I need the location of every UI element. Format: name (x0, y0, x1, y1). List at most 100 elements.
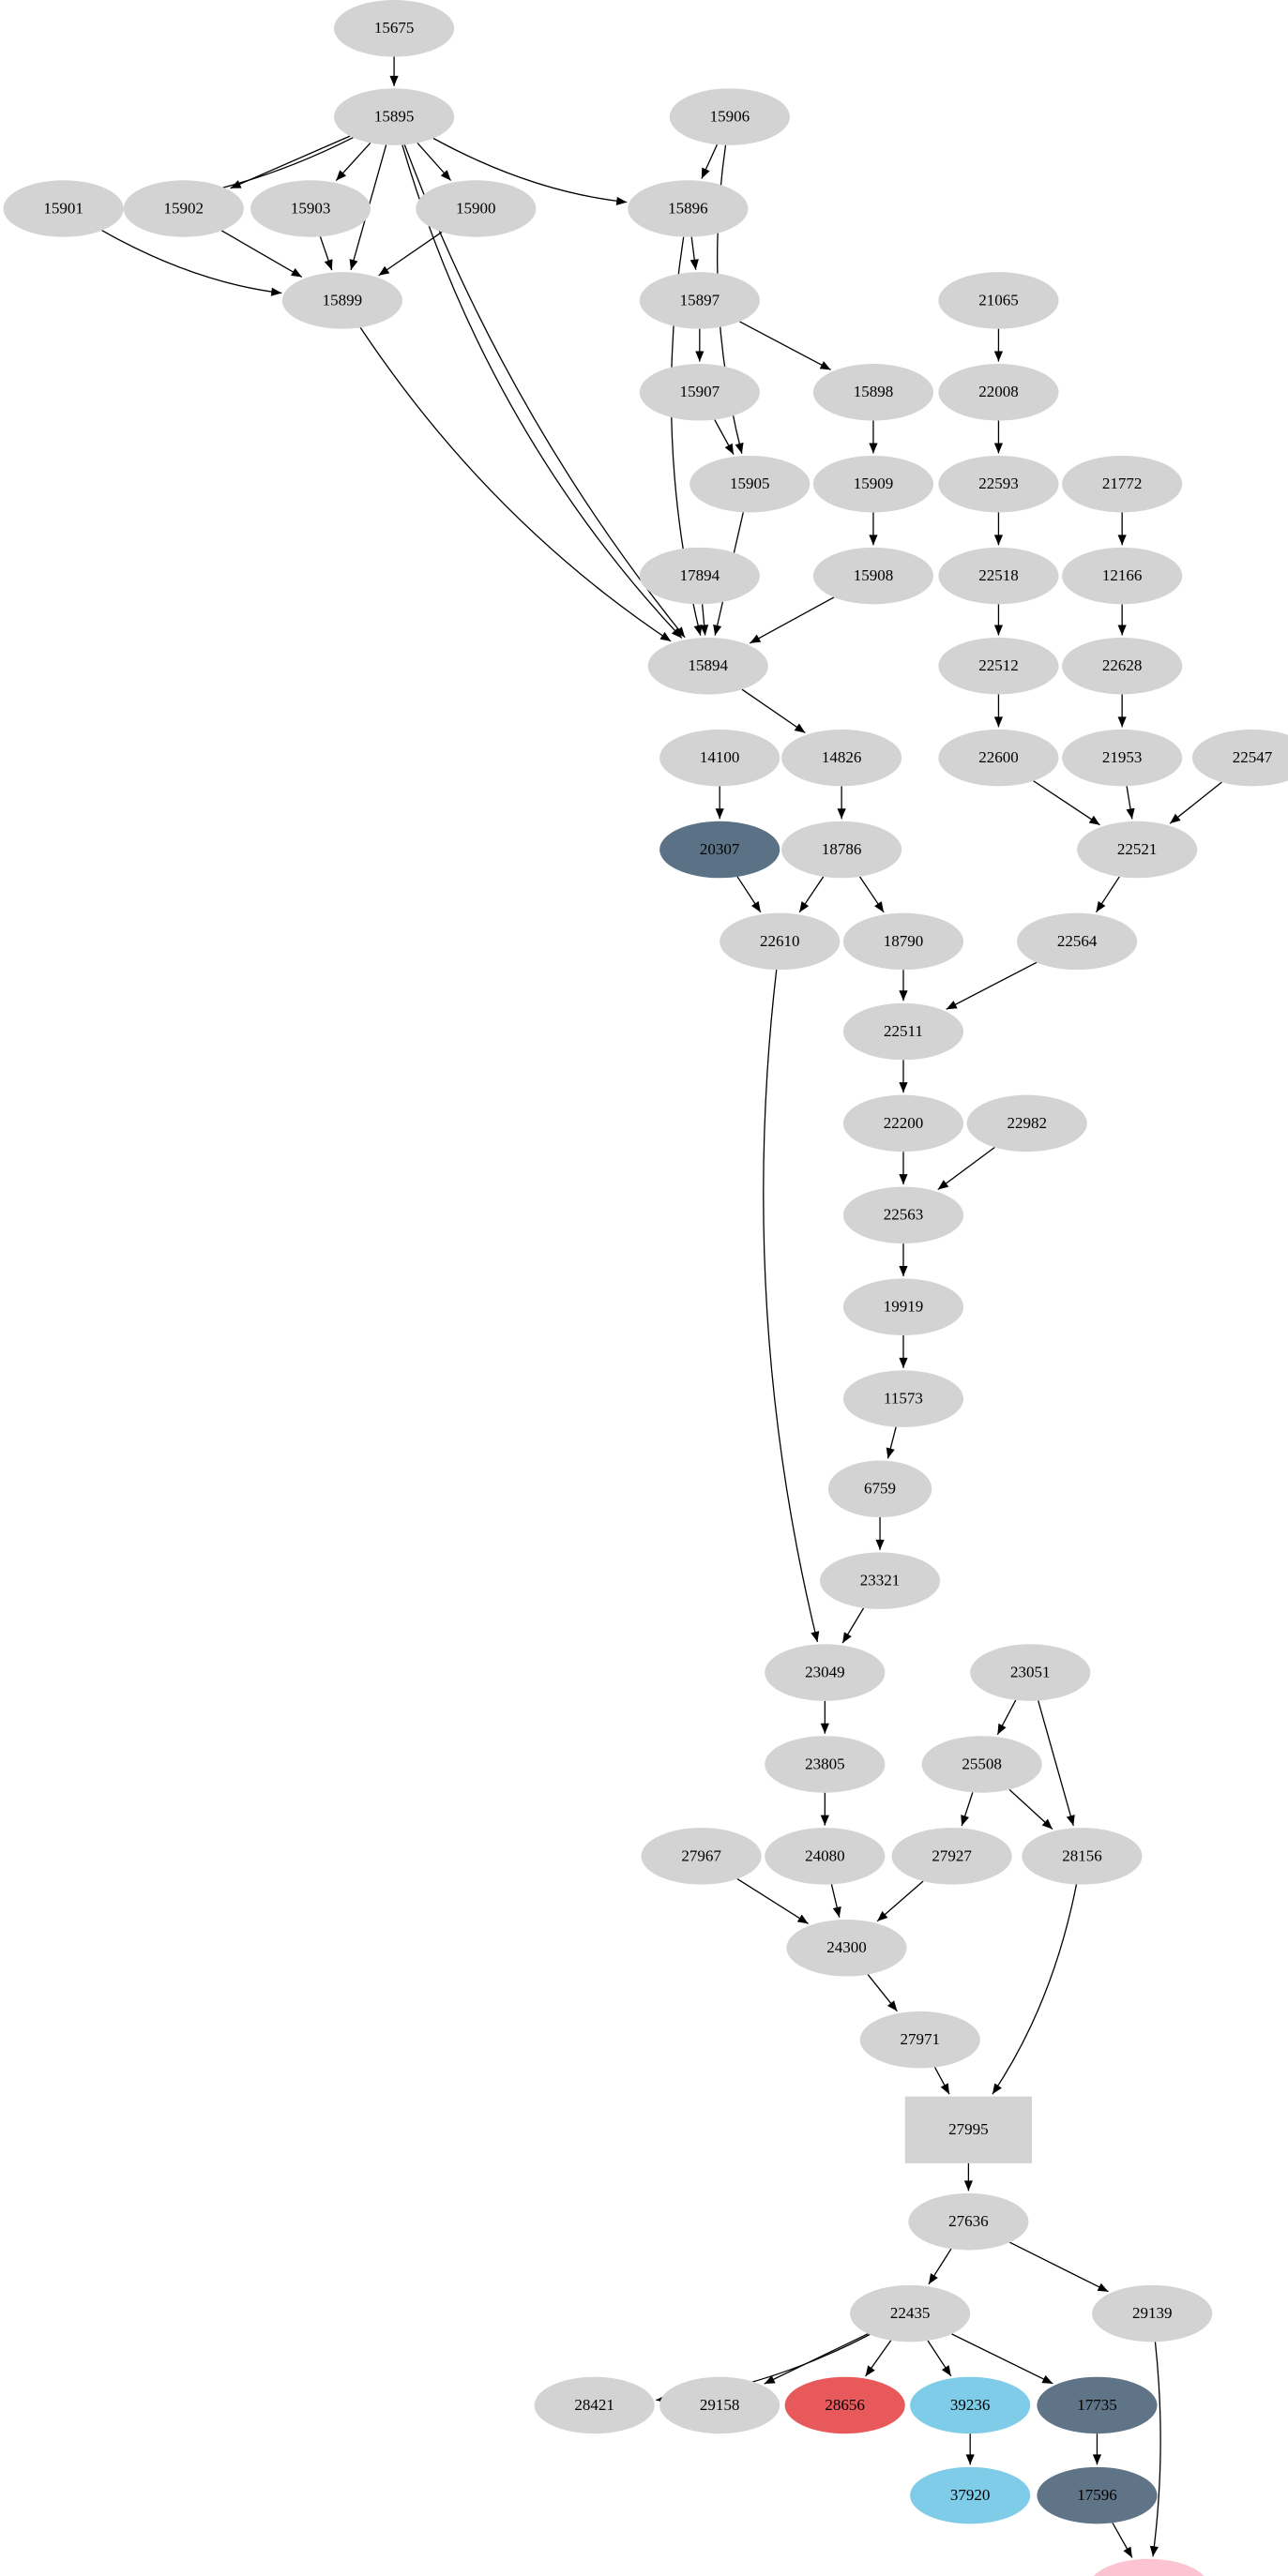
graph-node-15908[interactable]: 15908 (812, 547, 934, 605)
graph-node-15900[interactable]: 15900 (416, 180, 537, 237)
graph-node-22518[interactable]: 22518 (938, 547, 1059, 605)
graph-node-22563[interactable]: 22563 (842, 1186, 964, 1244)
graph-node-17596[interactable]: 17596 (1037, 2466, 1158, 2524)
node-ellipse[interactable] (1092, 2284, 1213, 2343)
graph-node-27971[interactable]: 27971 (859, 2011, 980, 2069)
graph-node-27927[interactable]: 27927 (891, 1828, 1012, 1885)
node-ellipse[interactable] (3, 180, 124, 237)
graph-node-28656[interactable]: 28656 (784, 2376, 905, 2434)
graph-node-22200[interactable]: 22200 (842, 1094, 964, 1152)
node-ellipse[interactable] (842, 1186, 964, 1244)
graph-node-27636[interactable]: 27636 (908, 2192, 1029, 2251)
node-ellipse[interactable] (842, 1002, 964, 1061)
node-ellipse[interactable] (812, 364, 934, 421)
node-ellipse[interactable] (842, 912, 964, 971)
graph-node-15894[interactable]: 15894 (647, 637, 768, 695)
graph-node-29139[interactable]: 29139 (1092, 2284, 1213, 2343)
node-ellipse[interactable] (669, 88, 790, 145)
graph-node-14826[interactable]: 14826 (781, 729, 902, 787)
node-ellipse[interactable] (859, 2011, 980, 2069)
node-ellipse[interactable] (765, 1644, 886, 1701)
graph-node-15902[interactable]: 15902 (123, 180, 244, 237)
node-ellipse[interactable] (938, 637, 1059, 695)
graph-node-22593[interactable]: 22593 (938, 455, 1059, 513)
node-ellipse[interactable] (1037, 2376, 1158, 2434)
graph-node-15906[interactable]: 15906 (669, 88, 790, 145)
graph-node-6759[interactable]: 6759 (827, 1460, 932, 1518)
node-ellipse[interactable] (659, 2376, 780, 2434)
graph-node-15903[interactable]: 15903 (250, 180, 371, 237)
node-ellipse[interactable] (812, 547, 934, 605)
node-ellipse[interactable] (819, 1552, 941, 1609)
graph-node-22511[interactable]: 22511 (842, 1002, 964, 1061)
node-ellipse[interactable] (639, 272, 760, 329)
graph-node-28421[interactable]: 28421 (534, 2376, 655, 2434)
node-ellipse[interactable] (1089, 2558, 1209, 2576)
node-ellipse[interactable] (842, 1094, 964, 1152)
graph-node-14825[interactable]: 14825 (1089, 2558, 1209, 2576)
node-ellipse[interactable] (1191, 729, 1288, 787)
graph-node-22982[interactable]: 22982 (966, 1094, 1087, 1152)
graph-node-18790[interactable]: 18790 (842, 912, 964, 971)
graph-node-15907[interactable]: 15907 (639, 364, 760, 421)
graph-node-39236[interactable]: 39236 (910, 2376, 1031, 2434)
graph-node-22547[interactable]: 22547 (1191, 729, 1288, 787)
graph-node-27967[interactable]: 27967 (641, 1828, 762, 1885)
graph-node-11573[interactable]: 11573 (842, 1370, 964, 1427)
graph-node-17894[interactable]: 17894 (639, 547, 760, 605)
node-ellipse[interactable] (938, 455, 1059, 513)
node-ellipse[interactable] (639, 547, 760, 605)
graph-node-24300[interactable]: 24300 (786, 1920, 907, 1977)
node-ellipse[interactable] (910, 2466, 1031, 2524)
node-ellipse[interactable] (641, 1828, 762, 1885)
graph-node-15899[interactable]: 15899 (281, 272, 402, 329)
graph-node-22008[interactable]: 22008 (938, 364, 1059, 421)
node-ellipse[interactable] (1062, 637, 1183, 695)
node-ellipse[interactable] (938, 547, 1059, 605)
node-ellipse[interactable] (1062, 547, 1183, 605)
graph-node-24080[interactable]: 24080 (765, 1828, 886, 1885)
node-ellipse[interactable] (938, 729, 1059, 787)
node-ellipse[interactable] (784, 2376, 905, 2434)
graph-node-23321[interactable]: 23321 (819, 1552, 941, 1609)
node-ellipse[interactable] (781, 729, 902, 787)
node-ellipse[interactable] (1077, 821, 1198, 879)
node-ellipse[interactable] (689, 455, 811, 513)
node-ellipse[interactable] (786, 1920, 907, 1977)
node-ellipse[interactable] (334, 0, 455, 57)
node-ellipse[interactable] (647, 637, 768, 695)
graph-node-21772[interactable]: 21772 (1062, 455, 1183, 513)
graph-node-28156[interactable]: 28156 (1022, 1828, 1143, 1885)
node-ellipse[interactable] (921, 1736, 1042, 1793)
graph-node-22512[interactable]: 22512 (938, 637, 1059, 695)
graph-node-15895[interactable]: 15895 (334, 88, 455, 145)
graph-node-21065[interactable]: 21065 (938, 272, 1059, 329)
graph-node-15909[interactable]: 15909 (812, 455, 934, 513)
node-ellipse[interactable] (812, 455, 934, 513)
node-ellipse[interactable] (1062, 455, 1183, 513)
node-ellipse[interactable] (1062, 729, 1183, 787)
node-ellipse[interactable] (891, 1828, 1012, 1885)
graph-node-21953[interactable]: 21953 (1062, 729, 1183, 787)
node-ellipse[interactable] (850, 2284, 971, 2343)
graph-node-15897[interactable]: 15897 (639, 272, 760, 329)
graph-node-18786[interactable]: 18786 (781, 821, 902, 879)
graph-node-23051[interactable]: 23051 (970, 1644, 1091, 1701)
graph-node-19919[interactable]: 19919 (842, 1278, 964, 1335)
node-ellipse[interactable] (720, 912, 841, 971)
node-ellipse[interactable] (827, 1460, 932, 1518)
graph-node-12166[interactable]: 12166 (1062, 547, 1183, 605)
graph-node-15901[interactable]: 15901 (3, 180, 124, 237)
graph-node-15905[interactable]: 15905 (689, 455, 811, 513)
graph-node-25508[interactable]: 25508 (921, 1736, 1042, 1793)
node-ellipse[interactable] (1017, 912, 1138, 971)
graph-node-20307[interactable]: 20307 (659, 821, 780, 879)
node-ellipse[interactable] (659, 821, 780, 879)
node-ellipse[interactable] (781, 821, 902, 879)
graph-node-27995[interactable]: 27995 (904, 2096, 1033, 2163)
graph-node-22564[interactable]: 22564 (1017, 912, 1138, 971)
node-ellipse[interactable] (1022, 1828, 1143, 1885)
node-ellipse[interactable] (842, 1278, 964, 1335)
node-ellipse[interactable] (281, 272, 402, 329)
graph-node-17735[interactable]: 17735 (1037, 2376, 1158, 2434)
